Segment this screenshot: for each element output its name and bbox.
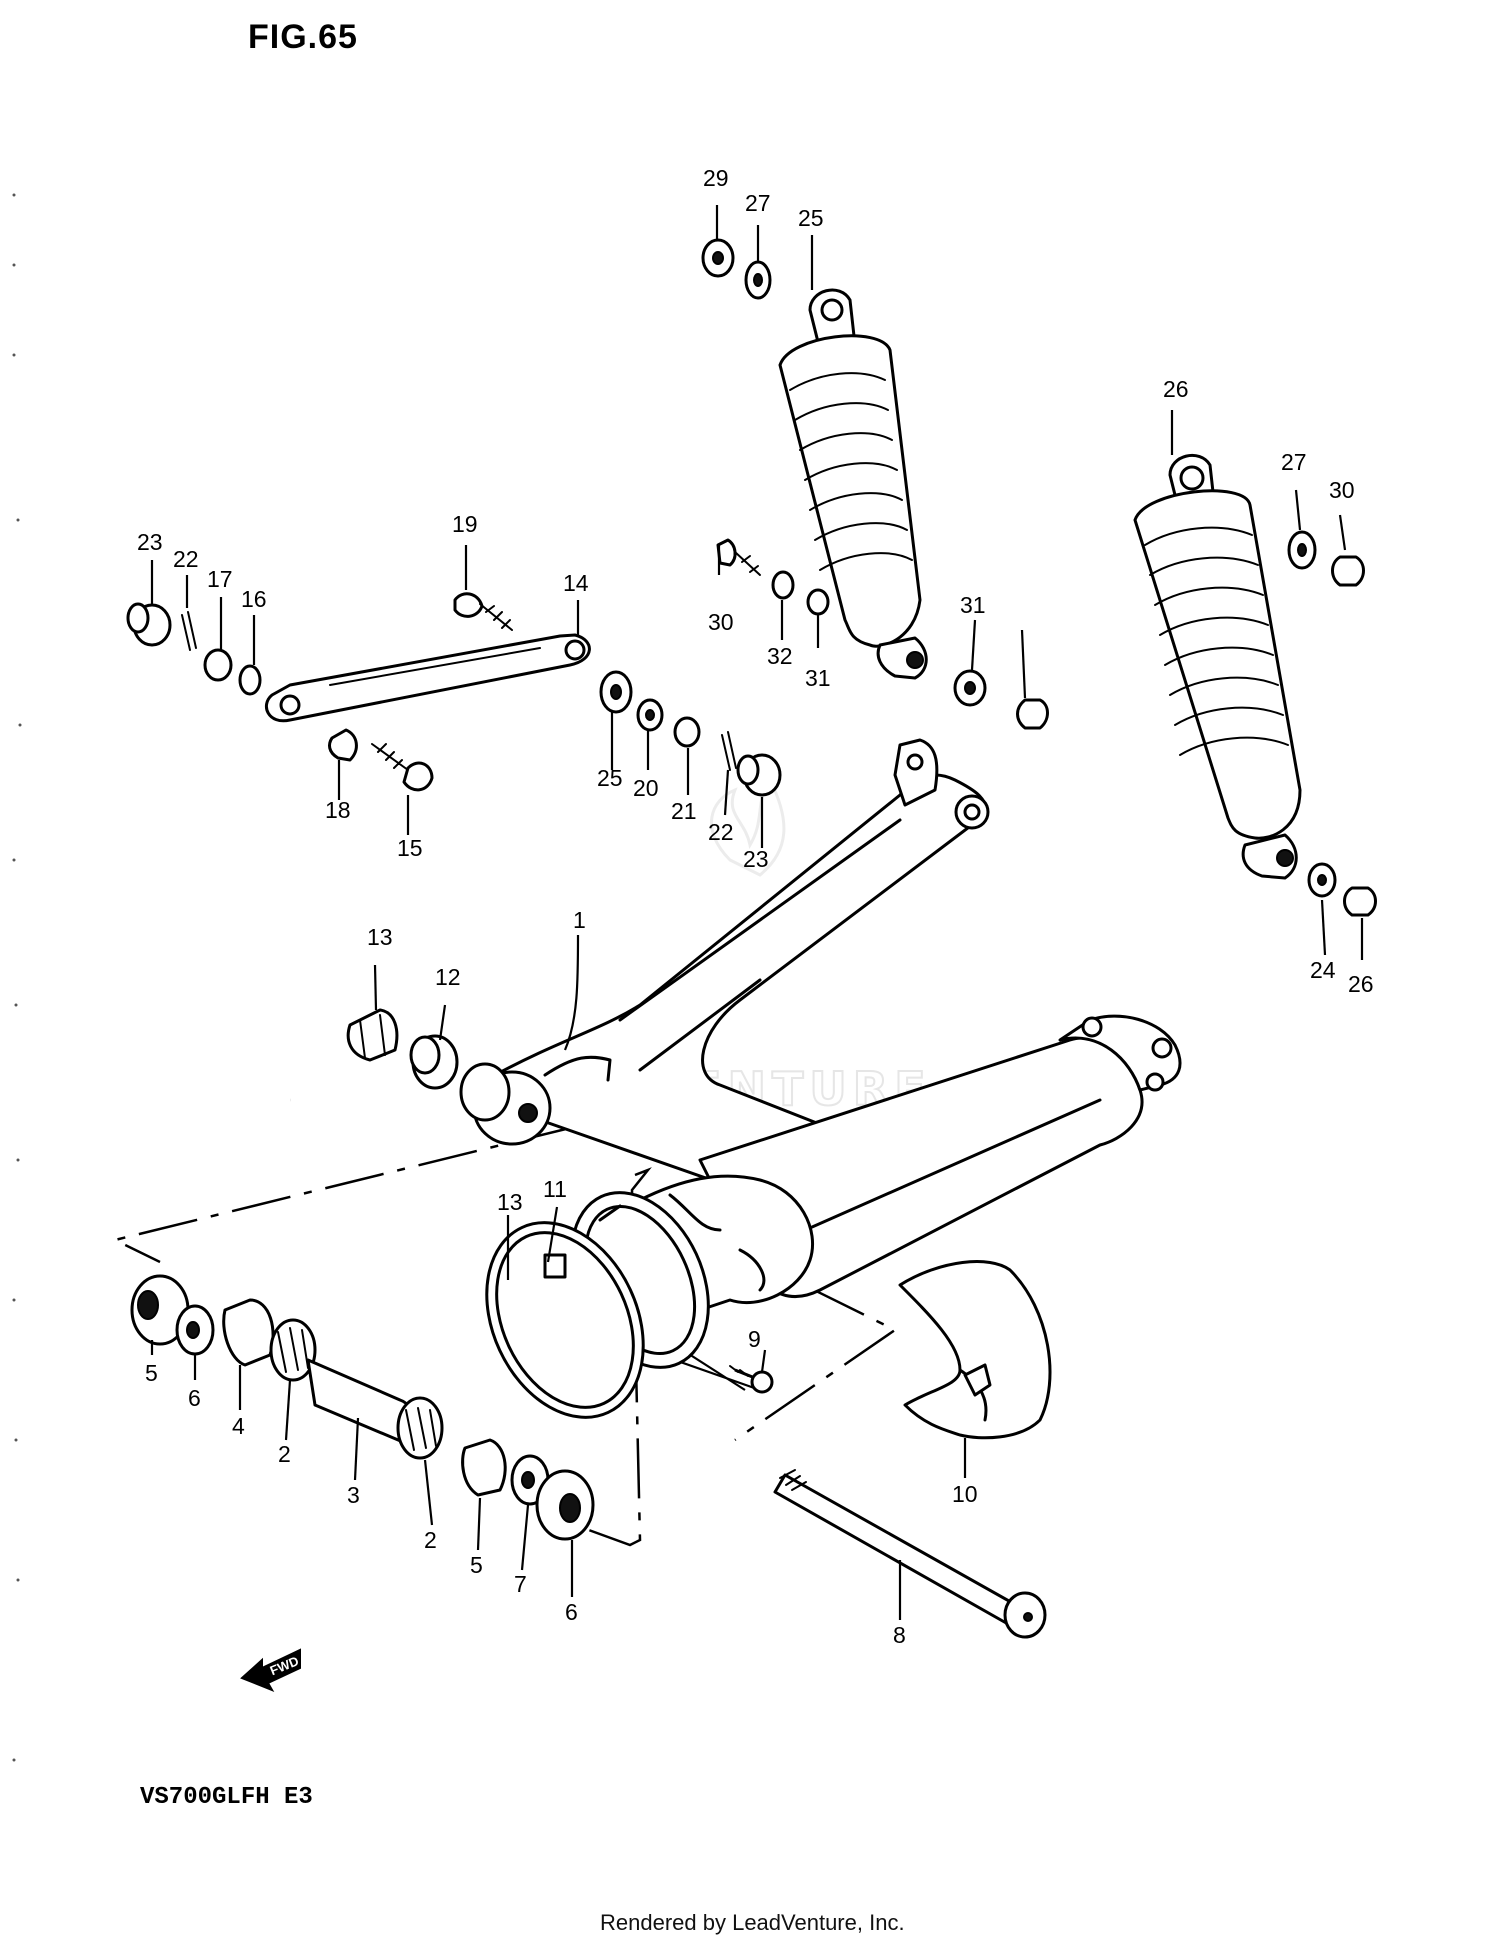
- callout-8: 12: [435, 964, 461, 990]
- pivot-shaft: [773, 1469, 1047, 1639]
- swingarm: [459, 738, 1182, 1312]
- callout-27: 29: [703, 165, 729, 191]
- callout-20: 20: [633, 775, 659, 801]
- callout-32: 32: [767, 643, 793, 669]
- callout-25: 25: [798, 205, 824, 231]
- callout-5: 6: [565, 1599, 578, 1625]
- leader-lines: [150, 205, 1364, 1620]
- fwd-arrow-icon: FWD: [240, 1648, 301, 1692]
- callout-23: 23: [137, 529, 163, 555]
- callout-12: 13: [497, 1189, 523, 1215]
- callout-3: 3: [347, 1482, 360, 1508]
- callout-24: 25: [597, 765, 623, 791]
- bushings: [346, 1008, 459, 1090]
- link-rod: [126, 592, 782, 797]
- cover: [898, 1260, 1052, 1440]
- scan-edge-marks: [12, 193, 22, 1762]
- callout-2: 2: [278, 1441, 291, 1467]
- callout-31: 26: [1348, 971, 1374, 997]
- callout-6: 6: [188, 1385, 201, 1411]
- callout-26: 27: [1281, 449, 1307, 475]
- figure-title: FIG.65: [248, 18, 358, 56]
- callout-25: 26: [1163, 376, 1189, 402]
- callout-29: 31: [805, 665, 831, 691]
- shock-absorber-right: [1133, 454, 1377, 917]
- model-code: VS700GLFH E3: [140, 1784, 313, 1811]
- callout-22: 22: [708, 819, 734, 845]
- callout-23: 23: [743, 846, 769, 872]
- callout-26: 27: [745, 190, 771, 216]
- callout-6: 7: [514, 1571, 527, 1597]
- callout-28: 30: [708, 609, 734, 635]
- callout-7: 8: [893, 1622, 906, 1648]
- callout-22: 22: [173, 546, 199, 572]
- shock-absorber-left: [701, 238, 1049, 730]
- callout-13: 9: [748, 1326, 761, 1352]
- callout-2: 2: [424, 1527, 437, 1553]
- callout-5: 5: [145, 1360, 158, 1386]
- footer-credit: Rendered by LeadVenture, Inc.: [600, 1910, 905, 1935]
- callout-9: 13: [367, 924, 393, 950]
- callout-16: 16: [241, 586, 267, 612]
- callout-labels: 29 27 25 26 27 30 23 22 17 16 19 14 30 3…: [137, 165, 1374, 1648]
- callout-30: 24: [1310, 957, 1336, 983]
- boot-and-clamp: [485, 1191, 774, 1419]
- callout-18: 18: [325, 797, 351, 823]
- callout-27: 30: [1329, 477, 1355, 503]
- callout-30: 31: [960, 592, 986, 618]
- callout-4: 5: [470, 1552, 483, 1578]
- pivot-bearings: [130, 1274, 595, 1541]
- callout-21: 21: [671, 798, 697, 824]
- callout-1: 1: [573, 907, 586, 933]
- callout-11: 11: [543, 1176, 567, 1202]
- callout-10: 10: [952, 1481, 978, 1507]
- callout-4: 4: [232, 1413, 245, 1439]
- callout-19: 19: [452, 511, 478, 537]
- callout-15: 15: [397, 835, 423, 861]
- callout-17: 17: [207, 566, 233, 592]
- callout-14: 14: [563, 570, 589, 596]
